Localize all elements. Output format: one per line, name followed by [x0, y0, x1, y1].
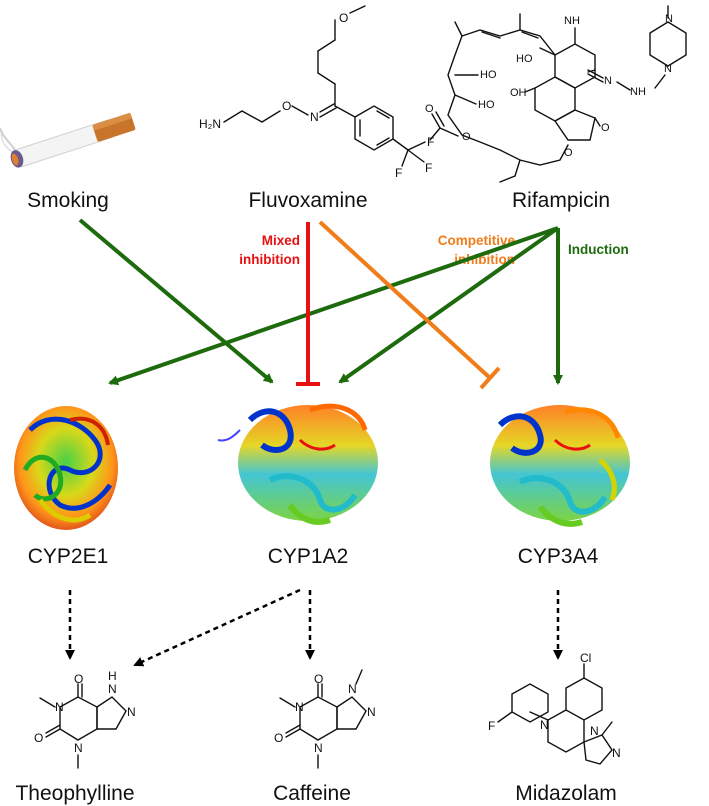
atom-f1: F	[427, 135, 434, 149]
label-rifampicin: Rifampicin	[512, 189, 610, 212]
atom-mid-cl: Cl	[580, 651, 591, 665]
atom-theo-n1: N	[55, 700, 64, 714]
atom-f2: F	[425, 161, 432, 175]
atom-theo-o1: O	[74, 672, 83, 686]
edge-fluvoxamine-cyp3a4	[318, 220, 492, 380]
label-competitive-1: Competitive	[438, 233, 516, 248]
cyp2e1-protein-icon	[14, 406, 118, 530]
label-caffeine: Caffeine	[273, 782, 351, 805]
atom-n: N	[310, 110, 319, 124]
label-fluvoxamine: Fluvoxamine	[248, 189, 367, 212]
atom-theo-n2: N	[74, 741, 83, 755]
label-smoking: Smoking	[27, 189, 109, 212]
atom-caf-o1: O	[314, 672, 323, 686]
atom-caf-n4: N	[367, 705, 376, 719]
theophylline-structure: O O N N N H N	[34, 669, 136, 769]
atom-rif-n3: N	[604, 75, 612, 87]
atom-rif-n2: N	[664, 63, 672, 75]
atom-rif-o4: O	[425, 103, 434, 115]
atom-rif-o1: O	[601, 122, 610, 134]
atom-rif-o3: O	[462, 131, 471, 143]
atom-o-top: O	[339, 11, 348, 25]
atom-f3: F	[395, 166, 402, 180]
atom-rif-ho1: HO	[516, 53, 533, 65]
atom-o: O	[282, 99, 291, 113]
edge-cyp1a2-theophylline	[133, 588, 301, 667]
atom-caf-n2: N	[314, 741, 323, 755]
atom-rif-oh: OH	[510, 87, 527, 99]
atom-caf-o2: O	[274, 731, 283, 745]
atom-theo-h: H	[108, 669, 117, 683]
atom-theo-n3: N	[127, 705, 136, 719]
atom-rif-ho2: HO	[480, 69, 497, 81]
atom-h2n: H₂N	[199, 117, 221, 131]
label-theophylline: Theophylline	[15, 782, 134, 805]
atom-caf-n3: N	[348, 682, 357, 696]
label-mixed-2: inhibition	[239, 252, 300, 267]
label-induction: Induction	[568, 242, 629, 257]
caffeine-structure: O O N N N N	[274, 669, 376, 769]
label-competitive-2: inhibition	[454, 252, 515, 267]
label-mixed-1: Mixed	[262, 233, 300, 248]
label-cyp2e1: CYP2E1	[28, 545, 109, 568]
edge-rifampicin-cyp1a2	[338, 226, 560, 384]
atom-rif-nh: NH	[630, 86, 646, 98]
edge-smoking-cyp1a2	[78, 218, 274, 384]
atom-mid-f: F	[488, 719, 495, 733]
atom-mid-n1: N	[540, 718, 549, 732]
rifampicin-structure: N N NH N NH HO OH O O HO HO O	[425, 5, 687, 183]
metabolism-edges	[65, 588, 563, 667]
atom-theo-o2: O	[34, 731, 43, 745]
atom-theo-nh: N	[108, 682, 117, 696]
atom-rif-nh2: NH	[564, 15, 580, 27]
atom-mid-n2: N	[590, 724, 599, 738]
label-cyp3a4: CYP3A4	[518, 545, 599, 568]
fluvoxamine-structure: H₂N O N O F F F	[199, 5, 434, 180]
midazolam-structure: Cl N N N F	[488, 651, 621, 765]
atom-caf-n1: N	[295, 700, 304, 714]
label-cyp1a2: CYP1A2	[268, 545, 349, 568]
atom-rif-n1: N	[665, 13, 673, 25]
cigarette-icon	[0, 113, 136, 168]
atom-rif-ho3: HO	[478, 99, 495, 111]
label-midazolam: Midazolam	[515, 782, 617, 805]
atom-rif-o2: O	[564, 147, 573, 159]
regulation-edges	[78, 218, 563, 390]
cyp3a4-protein-icon	[490, 405, 630, 527]
edge-fluvoxamine-cyp3a4-bar	[479, 366, 501, 390]
edge-rifampicin-cyp2e1	[108, 226, 559, 386]
cyp1a2-protein-icon	[217, 403, 378, 525]
atom-mid-n3: N	[612, 746, 621, 760]
